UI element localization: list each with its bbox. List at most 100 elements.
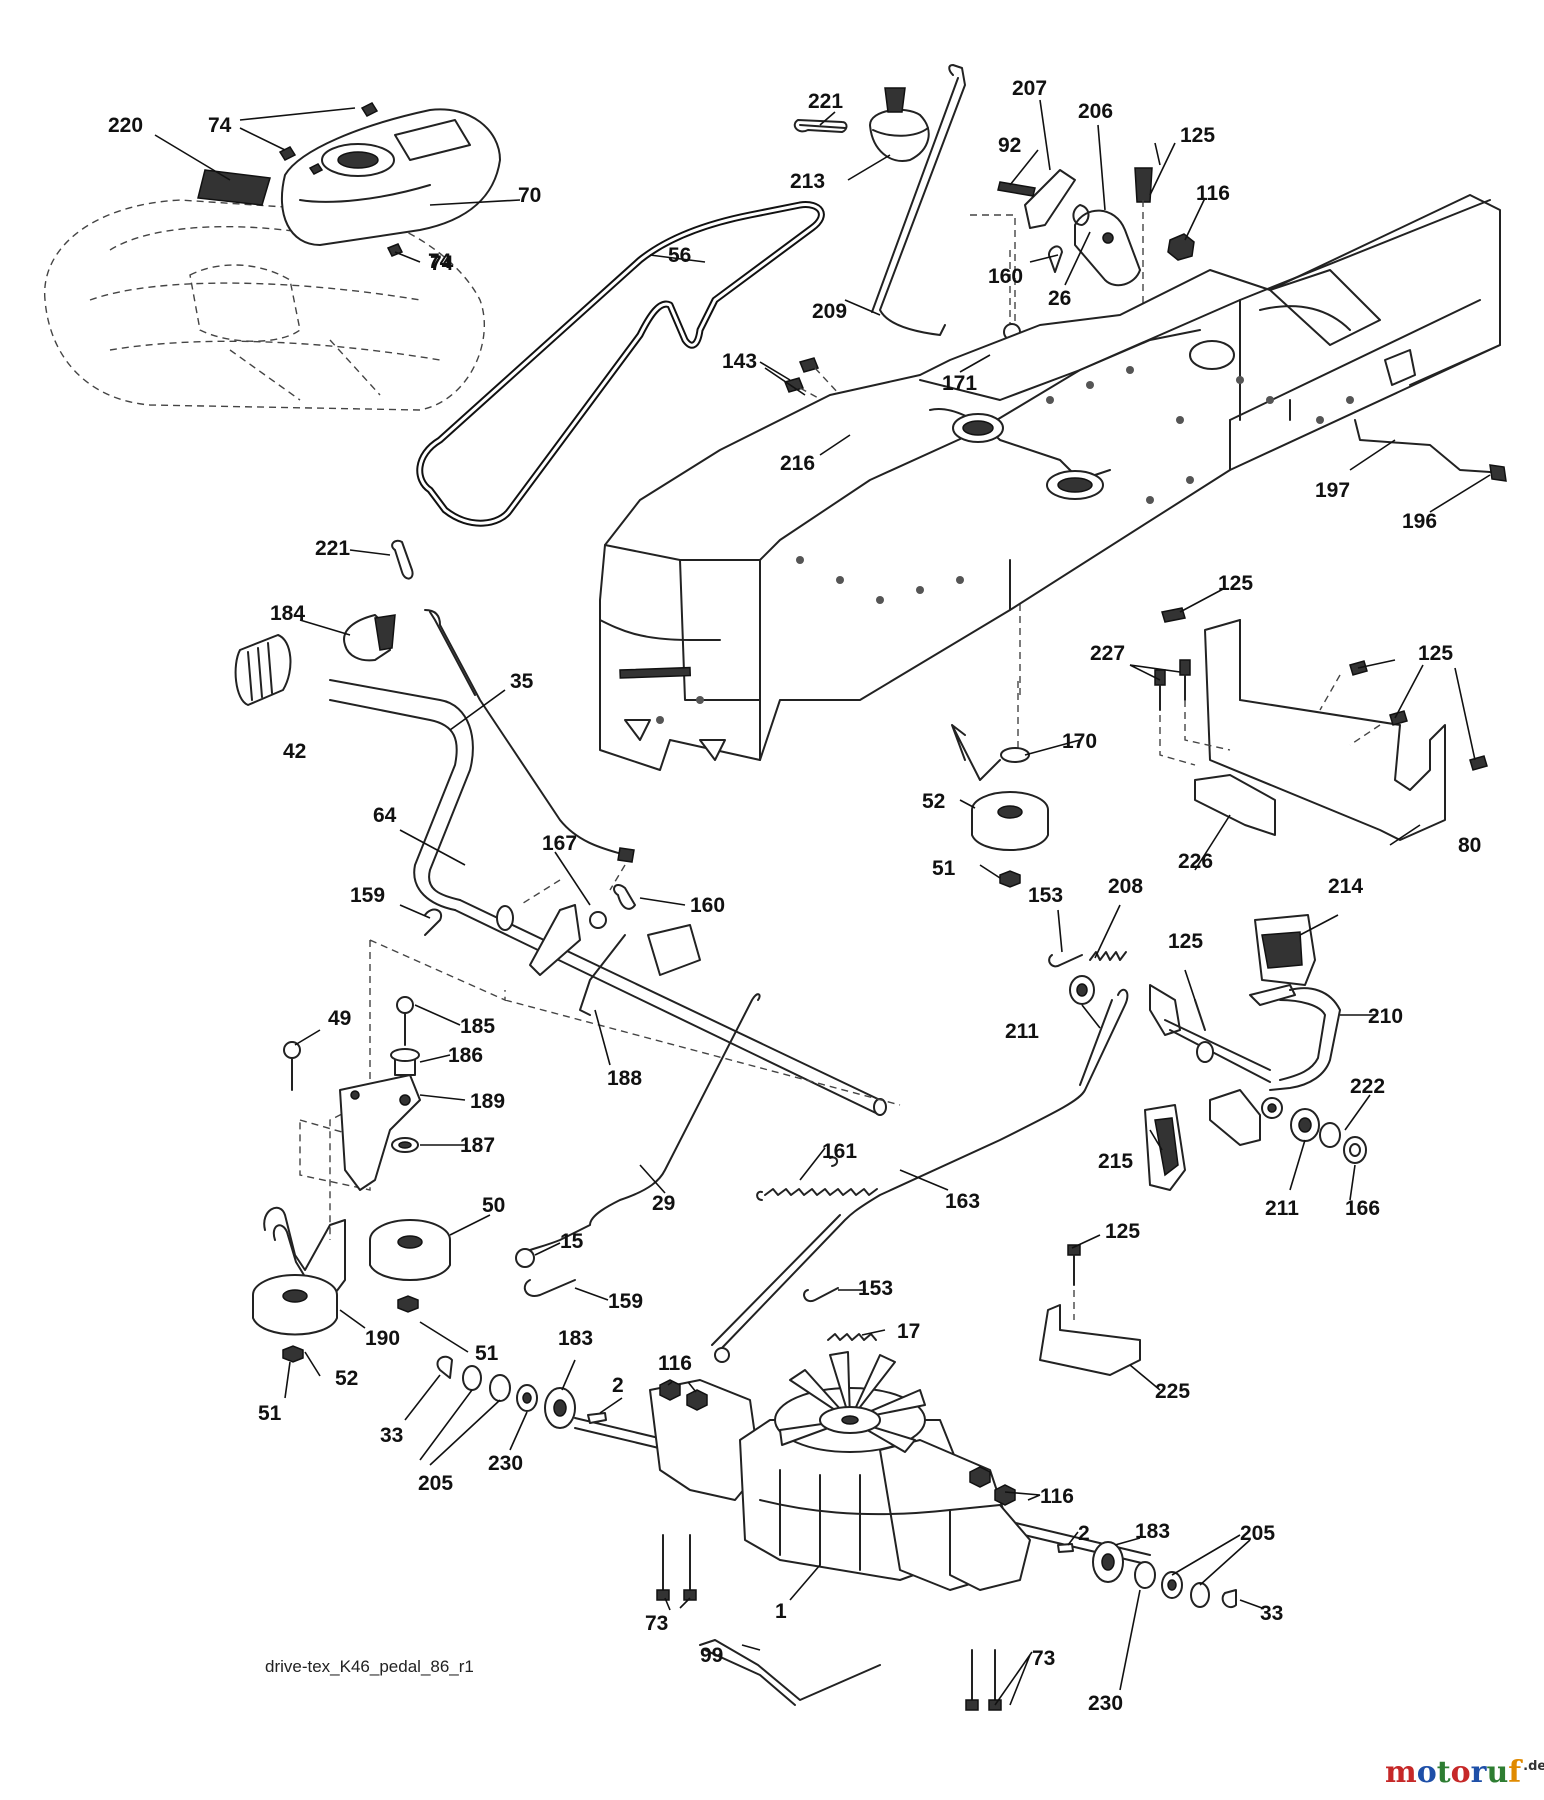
part-label: 74 — [208, 114, 232, 137]
pulley-52-center — [951, 724, 1049, 888]
brand-letter: t — [1437, 1755, 1451, 1790]
part-label: 29 — [652, 1192, 675, 1215]
part-number-labels: 220 74 74 70 74 221 213 56 207 206 92 12… — [108, 77, 1481, 1715]
part-label: 50 — [482, 1194, 505, 1217]
clip-153-upper — [1048, 954, 1083, 968]
brand-letter: f — [1508, 1755, 1523, 1790]
part-label: 33 — [380, 1424, 403, 1447]
idler-arm-190-pulley-52 — [252, 1206, 346, 1363]
part-label: 170 — [1062, 730, 1097, 753]
left-axle-hardware — [436, 1355, 607, 1429]
part-label: 230 — [1088, 1692, 1123, 1715]
pedal-210 — [1249, 984, 1341, 1091]
part-label: 230 — [488, 1452, 523, 1475]
part-label: 125 — [1418, 642, 1453, 665]
diagram-caption: drive-tex_K46_pedal_86_r1 — [265, 1657, 474, 1676]
part-label: 80 — [1458, 834, 1481, 857]
bushing-186-187 — [390, 1048, 420, 1153]
brand-letter: u — [1486, 1755, 1508, 1790]
cotter-159 — [424, 908, 443, 936]
part-label: 220 — [108, 114, 143, 137]
part-label: 143 — [722, 350, 757, 373]
right-axle-hardware — [1057, 1541, 1237, 1609]
part-label: 188 — [607, 1067, 642, 1090]
part-label: 153 — [1028, 884, 1063, 907]
part-label: 196 — [1402, 510, 1437, 533]
part-label: 222 — [1350, 1075, 1385, 1098]
part-label: 226 — [1178, 850, 1213, 873]
part-label: 153 — [858, 1277, 893, 1300]
part-label: 1 — [775, 1600, 787, 1623]
part-label: 116 — [1040, 1485, 1074, 1508]
part-label: 190 — [365, 1327, 400, 1350]
part-label: 186 — [448, 1044, 483, 1067]
bracket-225 — [1039, 1244, 1141, 1376]
transaxle-1 — [574, 1351, 1151, 1591]
part-label: 208 — [1108, 875, 1143, 898]
main-frame — [599, 194, 1501, 771]
clip-153-lower — [803, 1287, 839, 1303]
part-label: 52 — [922, 790, 945, 813]
part-label: 51 — [932, 857, 956, 880]
part-label: 125 — [1218, 572, 1253, 595]
part-label: 26 — [1048, 287, 1071, 310]
fuel-tank-cover-70 — [280, 108, 501, 246]
part-label: 70 — [518, 184, 541, 207]
part-label: 159 — [608, 1290, 643, 1313]
part-label: 207 — [1012, 77, 1047, 100]
drive-belt-56 — [416, 201, 825, 527]
part-label: 73 — [1032, 1647, 1055, 1670]
brand-name: motoruf — [1385, 1755, 1523, 1790]
clip-221-left — [391, 539, 414, 580]
part-label: 205 — [1240, 1522, 1275, 1545]
part-label: 116 — [658, 1352, 692, 1375]
pulley-50 — [369, 1219, 451, 1313]
part-label: 2 — [612, 1374, 624, 1397]
part-label: 163 — [945, 1190, 980, 1213]
part-label: 33 — [1260, 1602, 1283, 1625]
part-label: 73 — [645, 1612, 668, 1635]
brand-logo: motoruf.de — [1385, 1755, 1544, 1790]
part-label: 42 — [283, 740, 306, 763]
part-label: 215 — [1098, 1150, 1133, 1173]
part-label: 52 — [335, 1367, 358, 1390]
rod-197-196 — [1354, 419, 1507, 482]
part-label: 125 — [1105, 1220, 1140, 1243]
part-label: 2 — [1078, 1522, 1090, 1545]
spring-17 — [827, 1333, 877, 1341]
part-label: 183 — [558, 1327, 593, 1350]
rod-29 — [515, 993, 761, 1268]
guard-80 — [1204, 619, 1446, 841]
part-label: 185 — [460, 1015, 495, 1038]
fan-blades — [779, 1351, 926, 1453]
part-label: 210 — [1368, 1005, 1403, 1028]
part-label: 160 — [690, 894, 725, 917]
rod-188 — [579, 934, 626, 1016]
bracket-189 — [339, 1074, 421, 1191]
knob-213 — [869, 87, 930, 162]
part-label: 35 — [510, 670, 534, 693]
pad-184 — [343, 614, 396, 662]
part-label: 74 — [430, 252, 454, 275]
part-label: 64 — [373, 804, 397, 827]
part-label: 116 — [1196, 182, 1230, 205]
part-label: 213 — [790, 170, 825, 193]
part-label: 51 — [258, 1402, 282, 1425]
bolt-49-185 — [283, 996, 414, 1091]
brand-letter: o — [1451, 1755, 1471, 1790]
part-label: 56 — [668, 244, 691, 267]
part-label: 216 — [780, 452, 815, 475]
part-label: 211 — [1265, 1197, 1299, 1220]
grip-42 — [234, 634, 292, 706]
decal-220 — [197, 169, 271, 206]
part-label: 49 — [328, 1007, 351, 1030]
bracket-226 — [1194, 774, 1276, 836]
bushing-211-222-166 — [1290, 1108, 1367, 1164]
clip-221-top — [793, 119, 848, 133]
part-label: 51 — [475, 1342, 499, 1365]
part-label: 211 — [1005, 1020, 1039, 1043]
pad-214 — [1254, 914, 1316, 986]
pad-215 — [1144, 1104, 1186, 1191]
part-label: 15 — [560, 1230, 584, 1253]
